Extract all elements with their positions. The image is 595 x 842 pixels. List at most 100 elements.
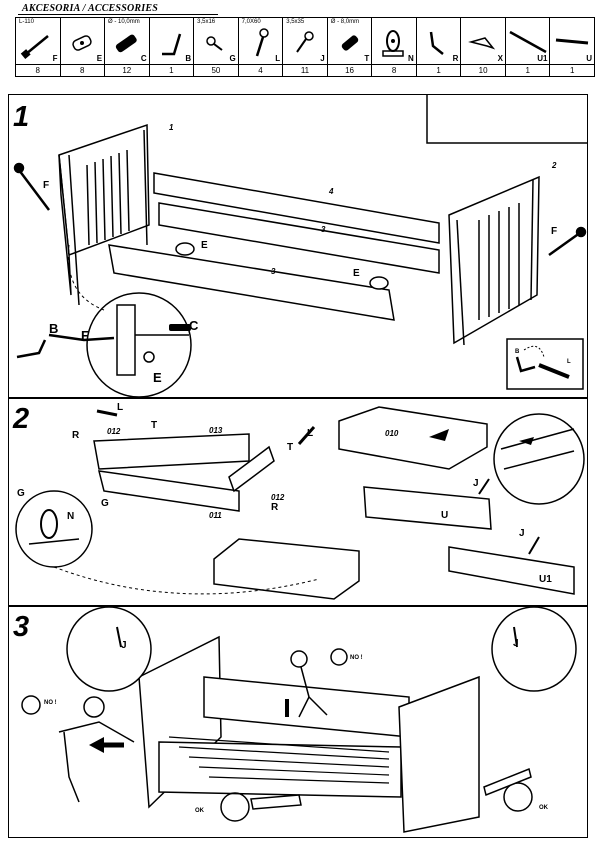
drawer-front-013: [93, 433, 250, 470]
part-label: 1: [169, 123, 174, 132]
ok-label: OK: [539, 805, 548, 811]
part-label: 3: [271, 267, 276, 276]
accessory-cell: U: [549, 17, 595, 65]
fitting-label: R: [72, 430, 80, 441]
bolt-icon: [20, 35, 49, 59]
part-label: 013: [209, 426, 223, 435]
child-figure: [290, 650, 328, 718]
accessory-qty: 1: [415, 64, 462, 77]
fitting-label: J: [513, 638, 519, 649]
accessory-code: L: [275, 54, 281, 63]
accessory-spec: L-110: [19, 19, 34, 25]
screw-icon: [528, 536, 540, 555]
fitting-label: C: [189, 318, 199, 333]
accessory-qty: 1: [148, 64, 195, 77]
part-label: 012: [107, 427, 121, 436]
title-underline: [18, 14, 218, 15]
fitting-label: F: [81, 328, 89, 343]
happy-face-icon: [503, 782, 533, 812]
barrel-nut-icon: [175, 242, 195, 256]
part-label: 010: [385, 429, 399, 438]
fitting-label: L: [307, 428, 314, 439]
fitting-label: L: [567, 359, 571, 365]
accessory-code: E: [96, 54, 103, 63]
accessory-spec: 3,5x35: [286, 19, 305, 25]
accessory-cell: L-110 F: [15, 17, 61, 65]
accessory-code: U1: [537, 54, 548, 63]
wooden-dowel-icon: [115, 34, 137, 53]
accessory-code: X: [497, 54, 503, 63]
step-2-illustration: [15, 406, 585, 600]
sad-face-icon: [21, 695, 41, 715]
accessory-code: U: [586, 54, 592, 63]
step-3-illustration: [21, 607, 577, 833]
screw-icon: [513, 626, 518, 648]
long-screw-icon: [96, 409, 118, 417]
fitting-label: J: [121, 640, 127, 651]
bolt-icon: [13, 162, 50, 211]
part-label: 4: [329, 187, 334, 196]
fitting-label: G: [101, 498, 109, 509]
accessory-qty: 8: [59, 64, 106, 77]
accessory-code: T: [364, 54, 370, 63]
accessory-cell: U1: [504, 17, 551, 65]
assembled-drawer: [213, 538, 360, 600]
fitting-label: E: [353, 268, 360, 279]
accessory-qty: 4: [237, 64, 284, 77]
arrow-icon: [89, 737, 104, 753]
accessory-code: J: [320, 54, 325, 63]
step-2-number: 2: [13, 403, 30, 435]
warning-label: NO !: [44, 700, 57, 706]
accessory-spec: Ø - 10,0mm: [108, 19, 140, 25]
small-dowel-icon: [341, 35, 358, 51]
accessory-code: R: [452, 54, 459, 63]
long-screw-icon: [297, 426, 316, 445]
clip-icon: [468, 37, 496, 50]
warning-label: NO !: [350, 655, 363, 661]
accessory-qty: 8: [371, 64, 417, 77]
drawer-side-012: [228, 445, 275, 493]
accessories-table: L-110 F E Ø - 10,0mm C B 3,5x16 G 7,0X60: [15, 17, 595, 77]
bolt-icon: [548, 226, 587, 257]
drawer-side-011: [98, 470, 240, 512]
accessory-qty: 1: [549, 64, 595, 77]
fitting-label: F: [43, 180, 50, 191]
accessories-icons-row: L-110 F E Ø - 10,0mm C B 3,5x16 G 7,0X60: [15, 17, 595, 65]
accessory-cell: B: [148, 17, 195, 65]
accessory-code: G: [229, 54, 236, 63]
accessory-qty: 12: [104, 64, 150, 77]
fitting-label: U1: [539, 574, 552, 585]
drawer-bottom-010: [338, 406, 488, 470]
step-2-panel: 2 L R T 012 013 011 012 R T L 010 G G N …: [8, 398, 588, 606]
accessory-cell: 3,5x16 G: [193, 17, 239, 65]
accessories-quantity-row: 8 8 12 1 50 4 11 16 8 1 10 1 1: [15, 64, 595, 77]
barrel-nut-icon: [71, 35, 92, 51]
happy-face-icon: [220, 792, 250, 822]
accessory-qty: 8: [15, 64, 61, 77]
drawer-panel: [363, 486, 492, 530]
bracket-icon: [429, 31, 444, 55]
wooden-dowel-icon: [169, 324, 191, 331]
castor-wheel-icon: [382, 30, 405, 57]
part-label: 011: [209, 511, 222, 520]
accessory-qty: 10: [460, 64, 506, 77]
fitting-label: U: [441, 510, 449, 521]
part-label: 012: [271, 493, 285, 502]
accessory-spec: Ø - 8,0mm: [330, 19, 360, 25]
fitting-label: B: [515, 349, 520, 355]
screw-icon: [478, 478, 490, 495]
barrel-nut-icon: [143, 351, 155, 363]
accessory-cell: 7,0X60 L: [237, 17, 284, 65]
fitting-label: J: [473, 478, 479, 489]
fitting-label: B: [49, 321, 59, 336]
fitting-label: J: [519, 528, 525, 539]
fitting-label: E: [153, 370, 162, 385]
accessory-code: N: [408, 54, 414, 63]
screw-icon: [296, 31, 314, 53]
accessory-qty: 50: [193, 64, 239, 77]
accessory-qty: 16: [326, 64, 373, 77]
barrel-nut-icon: [369, 276, 389, 290]
accessory-cell: Ø - 10,0mm C: [104, 17, 150, 65]
short-rail-icon: [556, 38, 589, 45]
castor-wheel-icon: [40, 509, 58, 539]
